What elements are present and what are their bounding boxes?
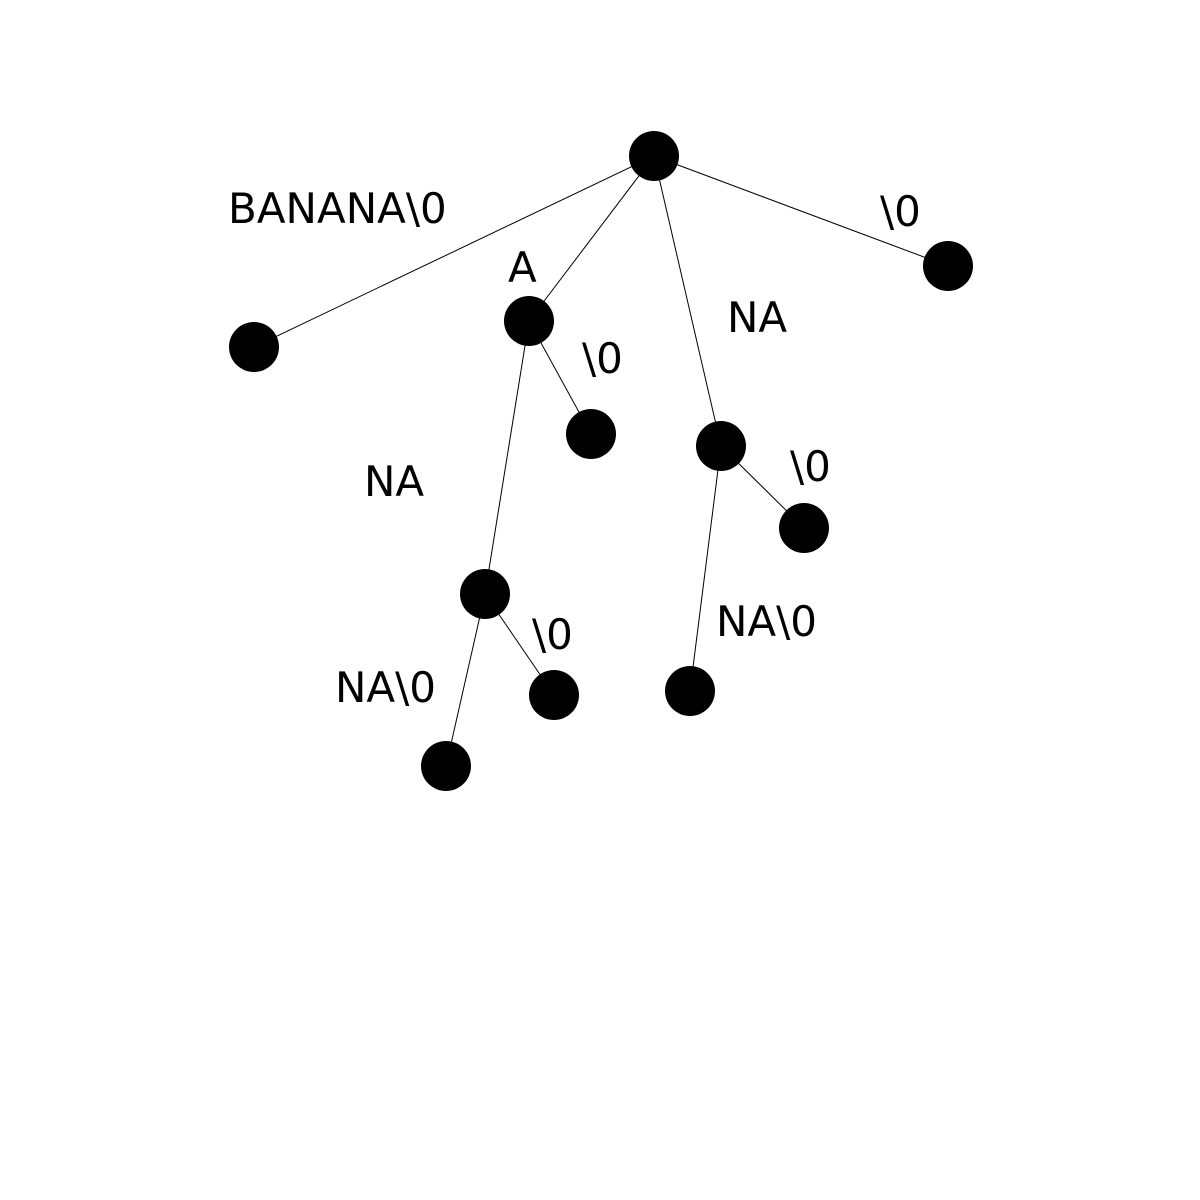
edge-label-e3: NA [727, 293, 787, 342]
node-leaf-a-end [566, 409, 616, 459]
edge-label-e6: NA [364, 457, 424, 506]
edge-label-e7: \0 [790, 442, 831, 491]
edge-label-e5: \0 [582, 334, 623, 383]
edge-root-to-leaf-end [653, 155, 949, 267]
edge-node-ana-to-leaf-anana-end [445, 593, 486, 767]
node-node-na [696, 421, 746, 471]
edge-label-e4: \0 [880, 187, 921, 236]
edge-label-e10: NA\0 [335, 663, 436, 712]
edge-root-to-leaf-banana [253, 155, 655, 348]
node-leaf-nana-end [665, 666, 715, 716]
edge-node-a-to-node-ana [484, 320, 530, 595]
edge-root-to-node-a [528, 155, 655, 322]
node-node-ana [460, 569, 510, 619]
edge-label-e8: NA\0 [716, 597, 817, 646]
nodes-layer [229, 131, 973, 791]
node-leaf-anana-end [421, 741, 471, 791]
node-root [629, 131, 679, 181]
node-leaf-na-end [779, 503, 829, 553]
node-leaf-ana-end [529, 670, 579, 720]
node-leaf-banana [229, 322, 279, 372]
edges-layer [253, 155, 949, 767]
node-node-a [504, 296, 554, 346]
edge-label-e9: \0 [532, 610, 573, 659]
edge-root-to-node-na [653, 155, 722, 447]
edge-label-e2: A [508, 243, 537, 292]
edge-label-e1: BANANA\0 [228, 184, 447, 233]
edge-node-na-to-leaf-nana-end [689, 445, 722, 692]
node-leaf-end [923, 241, 973, 291]
